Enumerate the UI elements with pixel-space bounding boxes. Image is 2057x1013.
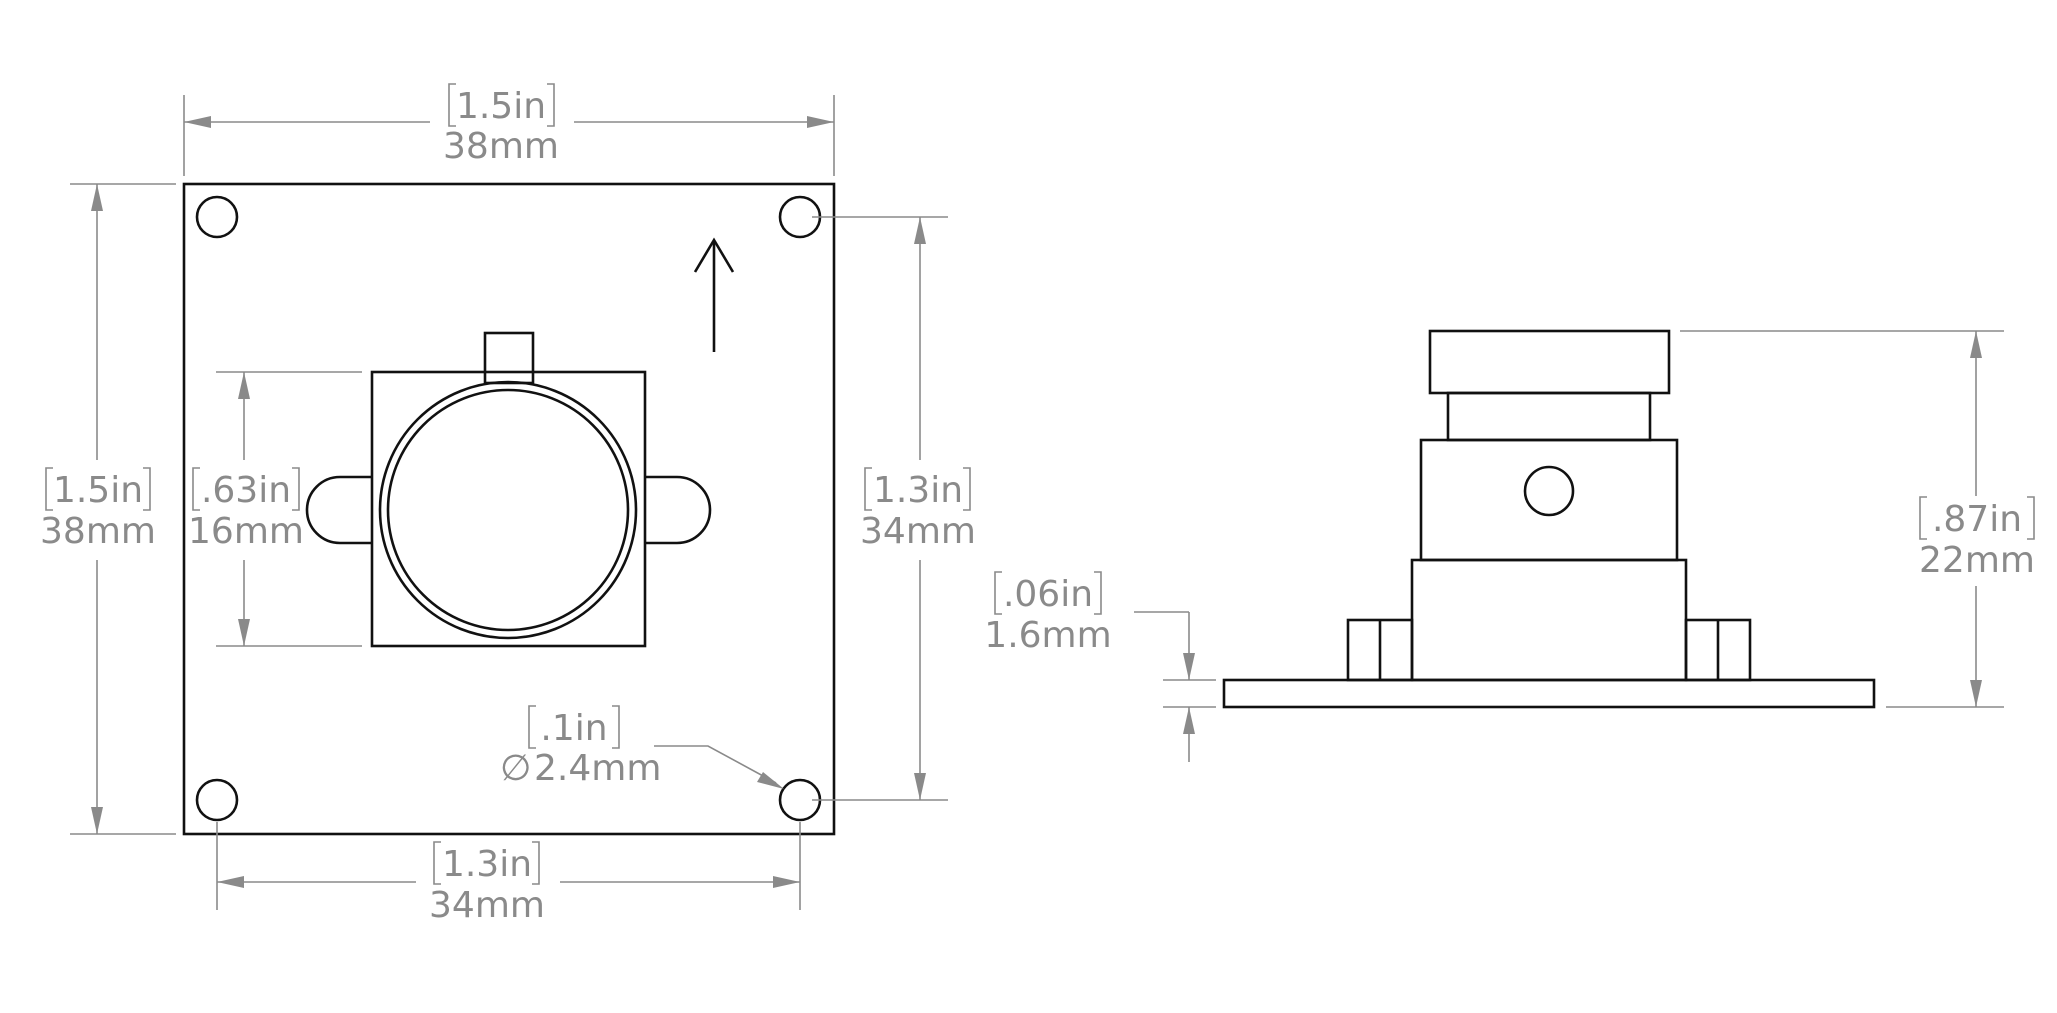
mounting-hole-top-left [195, 195, 239, 239]
hole-spacing-v-inch: 1.3in [873, 470, 963, 511]
top-width-mm: 38mm [443, 126, 559, 167]
lens-holder [305, 331, 712, 648]
pcb-board-outline [182, 182, 836, 836]
hole-spacing-h-mm: 34mm [429, 885, 545, 926]
side-holder-barrel [1419, 438, 1679, 562]
lens-height-mm: 16mm [188, 511, 304, 552]
top-width-inch: 1.5in [456, 86, 546, 127]
side-lens-cap [1428, 329, 1671, 395]
dimension-labels: 1.5in 38mm 1.5in 38mm .63in 16mm 1.3in 3… [40, 86, 2035, 926]
lens-holder-left-ear [305, 475, 373, 545]
lens-outer-ring [378, 380, 638, 640]
left-height-inch: 1.5in [53, 470, 143, 511]
side-view [1222, 329, 1876, 709]
dimension-lines [70, 95, 2004, 910]
orientation-arrow [693, 237, 735, 352]
lens-holder-right-ear [645, 475, 712, 545]
front-view [182, 182, 836, 836]
lens-inner-ring [386, 388, 630, 632]
left-height-mm: 38mm [40, 511, 156, 552]
mounting-hole-bottom-left [195, 778, 239, 822]
side-height-inch: .87in [1932, 499, 2022, 540]
board-thickness-inch: .06in [1003, 574, 1093, 615]
hole-diameter-symbol: ∅ [500, 748, 531, 789]
hole-diameter-inch: .1in [540, 708, 607, 749]
side-height-mm: 22mm [1919, 540, 2035, 581]
hole-spacing-h-inch: 1.3in [442, 844, 532, 885]
lens-holder-body [370, 370, 647, 648]
side-holder-base [1410, 558, 1688, 682]
side-board [1222, 678, 1876, 709]
hole-diameter-mm: 2.4mm [534, 748, 661, 789]
hole-spacing-v-mm: 34mm [860, 511, 976, 552]
inch-brackets [45, 83, 2035, 885]
lens-holder-top-tab [483, 331, 535, 385]
side-set-screw [1523, 465, 1575, 517]
side-lens-neck [1446, 391, 1652, 442]
board-thickness-mm: 1.6mm [984, 615, 1111, 656]
lens-height-inch: .63in [201, 470, 291, 511]
